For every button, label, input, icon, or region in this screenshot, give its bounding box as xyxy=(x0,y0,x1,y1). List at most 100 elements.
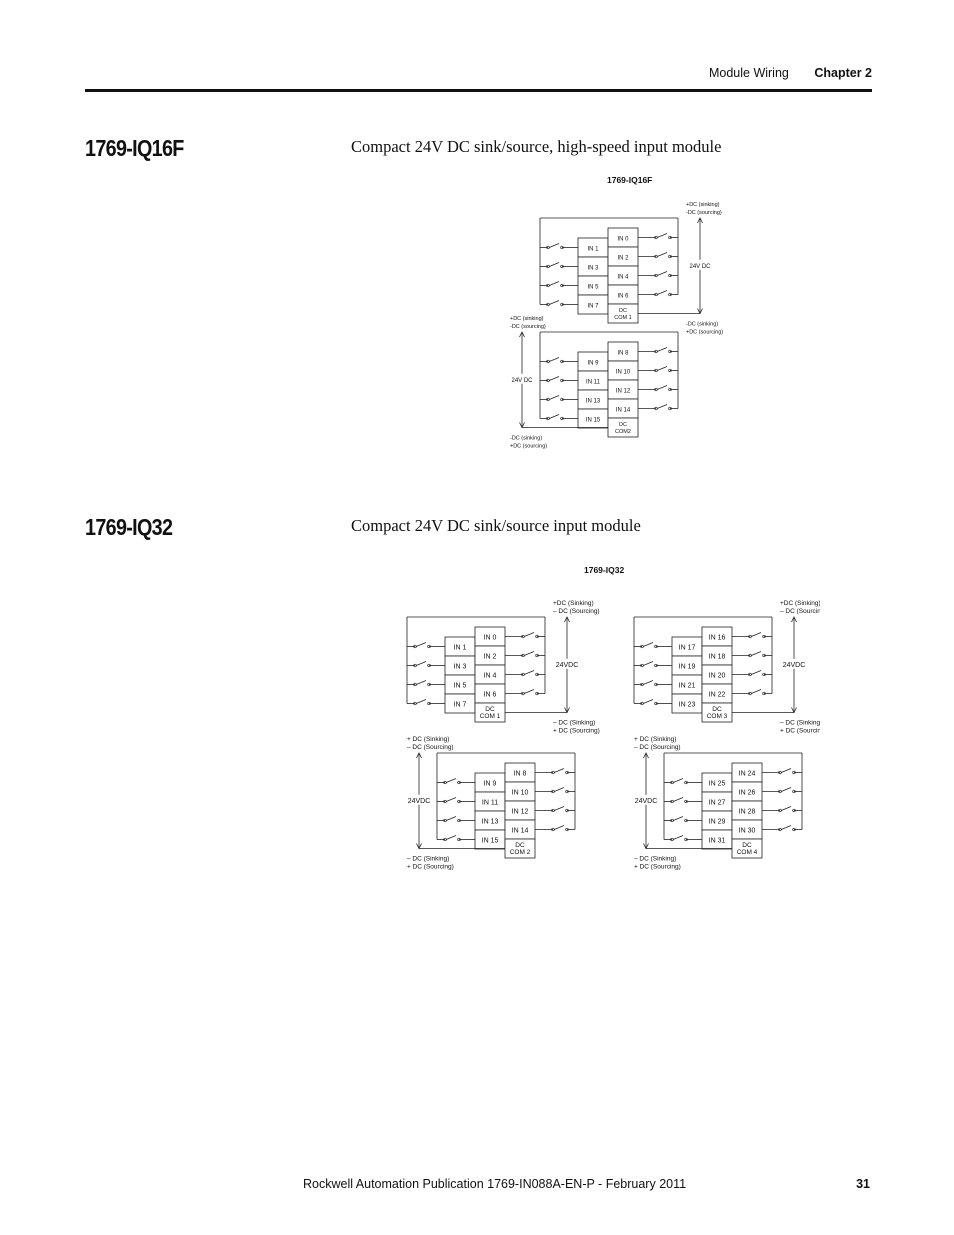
polarity-label: -DC (sinking) xyxy=(686,322,718,328)
terminal-label: IN 28 xyxy=(739,809,756,816)
input-switch xyxy=(524,689,535,694)
input-switch xyxy=(673,797,684,802)
input-switch xyxy=(657,290,668,295)
figure-caption-iq32: 1769-IQ32 xyxy=(584,565,625,575)
polarity-label: +DC (sinking) xyxy=(510,316,544,322)
terminal-label: IN 4 xyxy=(617,275,629,281)
polarity-label: +DC (sourcing) xyxy=(510,444,547,450)
switch-contact xyxy=(551,770,555,775)
terminal-label: IN 22 xyxy=(709,692,726,699)
polarity-label: -DC (sourcing) xyxy=(510,324,546,330)
com-label: DC xyxy=(619,308,627,314)
label-bg xyxy=(686,259,714,270)
input-switch xyxy=(751,689,762,694)
switch-contact xyxy=(546,416,550,421)
switch-contact xyxy=(640,644,644,649)
label-bg xyxy=(553,658,581,669)
input-switch xyxy=(657,347,668,352)
terminal-label: IN 24 xyxy=(739,771,756,778)
switch-contact xyxy=(443,780,447,785)
terminal-label: IN 8 xyxy=(617,351,629,357)
switch-contact xyxy=(413,663,417,668)
input-switch xyxy=(446,816,457,821)
polarity-label: – DC (Sourcing) xyxy=(553,608,600,615)
switch-contact xyxy=(546,302,550,307)
switch-contact xyxy=(654,368,658,373)
running-header: Module Wiring Chapter 2 xyxy=(709,66,872,80)
switch-contact xyxy=(546,359,550,364)
com-label: DC xyxy=(515,842,525,849)
input-switch xyxy=(781,787,792,792)
terminal-label: IN 29 xyxy=(709,819,726,826)
terminal-label: IN 15 xyxy=(482,838,499,845)
supply-label: 24V DC xyxy=(511,378,533,384)
terminal-label: IN 3 xyxy=(454,664,467,671)
input-switch xyxy=(643,699,654,704)
input-switch xyxy=(643,642,654,647)
polarity-label: +DC (Sinking) xyxy=(553,600,594,607)
input-switch xyxy=(549,281,560,286)
input-switch xyxy=(643,680,654,685)
terminal-label: IN 18 xyxy=(709,654,726,661)
terminal-label: IN 6 xyxy=(484,692,497,699)
switch-contact xyxy=(654,387,658,392)
input-switch xyxy=(673,778,684,783)
polarity-label: – DC (Sinking) xyxy=(780,720,820,727)
input-switch xyxy=(549,300,560,305)
com-label: DC xyxy=(712,706,722,713)
input-switch xyxy=(554,768,565,773)
terminal-label: IN 21 xyxy=(679,683,696,690)
input-switch xyxy=(549,262,560,267)
polarity-label: + DC (Sourcing) xyxy=(553,728,600,735)
terminal-label: IN 0 xyxy=(484,635,497,642)
arrow-head xyxy=(416,752,422,759)
switch-contact xyxy=(546,378,550,383)
terminal-label: IN 23 xyxy=(679,702,696,709)
terminal-label: IN 11 xyxy=(482,800,498,807)
arrow-head xyxy=(643,752,649,759)
switch-contact xyxy=(521,634,525,639)
polarity-label: + DC (Sourcing) xyxy=(780,728,820,735)
switch-contact xyxy=(551,808,555,813)
polarity-label: – DC (Sourcing) xyxy=(407,744,454,751)
switch-contact xyxy=(443,837,447,842)
arrow-head xyxy=(643,843,649,850)
input-switch xyxy=(416,680,427,685)
polarity-label: -DC (sourcing) xyxy=(686,210,722,216)
terminal-label: IN 15 xyxy=(586,418,601,424)
switch-contact xyxy=(654,235,658,240)
switch-contact xyxy=(640,701,644,706)
terminal-label: IN 9 xyxy=(587,361,599,367)
terminal-label: IN 14 xyxy=(512,828,529,835)
switch-contact xyxy=(413,701,417,706)
input-switch xyxy=(657,252,668,257)
switch-contact xyxy=(551,827,555,832)
switch-contact xyxy=(654,349,658,354)
polarity-label: + DC (Sourcing) xyxy=(407,864,454,871)
switch-contact xyxy=(546,245,550,250)
switch-contact xyxy=(443,818,447,823)
terminal-label: IN 8 xyxy=(514,771,527,778)
polarity-label: -DC (sinking) xyxy=(510,436,542,442)
input-switch xyxy=(781,806,792,811)
header-chapter: Chapter 2 xyxy=(814,66,872,80)
terminal-label: IN 27 xyxy=(709,800,726,807)
polarity-label: – DC (Sinking) xyxy=(407,856,449,863)
arrow-head xyxy=(697,217,703,224)
arrow-head xyxy=(697,308,703,315)
switch-contact xyxy=(546,264,550,269)
footer-publication: Rockwell Automation Publication 1769-IN0… xyxy=(303,1177,687,1191)
terminal-label: IN 31 xyxy=(709,838,726,845)
input-switch xyxy=(549,395,560,400)
terminal-label: IN 26 xyxy=(739,790,756,797)
terminal-label: IN 10 xyxy=(616,370,631,376)
com-label: DC xyxy=(742,842,752,849)
terminal-label: IN 3 xyxy=(587,266,599,272)
com-label: COM 1 xyxy=(480,713,501,720)
polarity-label: – DC (Sinking) xyxy=(634,856,676,863)
label-bg xyxy=(508,373,536,384)
input-switch xyxy=(549,414,560,419)
input-switch xyxy=(524,632,535,637)
input-switch xyxy=(416,661,427,666)
